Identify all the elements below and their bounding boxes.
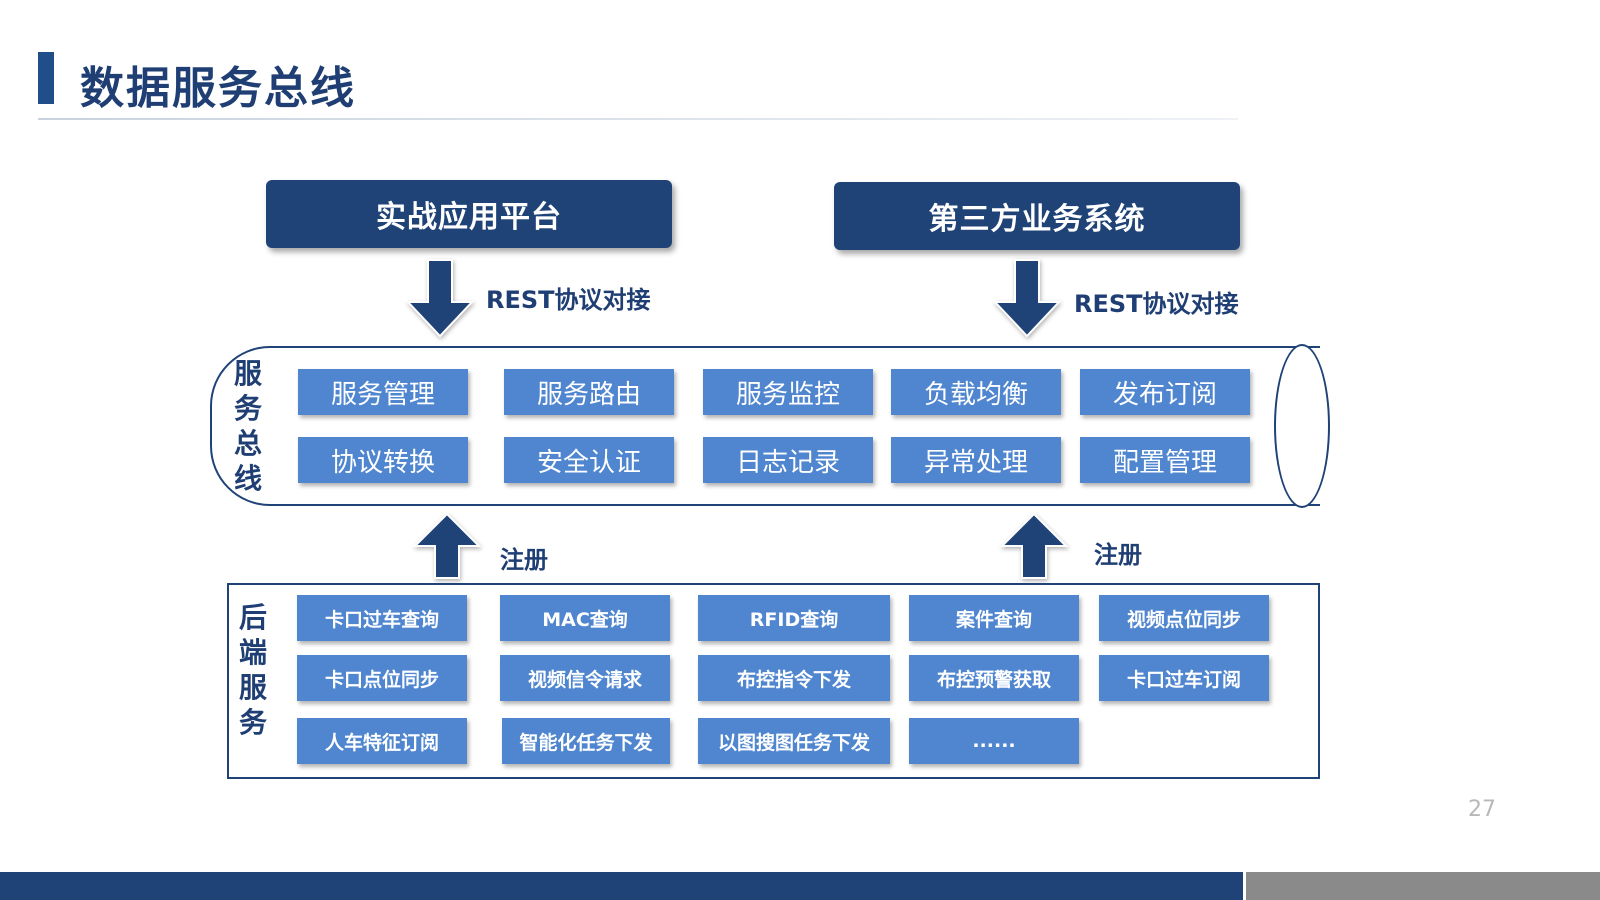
- backend-services-box: [227, 583, 1320, 779]
- backend-services-label: 后 端 服 务: [233, 600, 273, 740]
- backend-cell: 案件查询: [909, 595, 1079, 641]
- title-divider: [38, 118, 1238, 120]
- down-arrow-left: [405, 259, 475, 338]
- up-arrow-right: [999, 512, 1069, 579]
- register-label-left: 注册: [500, 546, 548, 574]
- bus-cell-service-monitoring: 服务监控: [703, 369, 873, 415]
- backend-cell: 卡口过车查询: [297, 595, 467, 641]
- backend-cell: MAC查询: [500, 595, 670, 641]
- up-arrow-left: [412, 512, 482, 579]
- service-bus-label-char: 线: [233, 462, 262, 495]
- page-number: 27: [1468, 797, 1496, 822]
- backend-label-char: 务: [238, 706, 267, 739]
- footer-bar: [0, 872, 1243, 900]
- backend-label-char: 后: [238, 601, 267, 634]
- platform-box-third-party: 第三方业务系统: [834, 182, 1240, 250]
- backend-label-char: 服: [238, 671, 267, 704]
- service-bus-label: 服 务 总 线: [228, 356, 268, 496]
- register-label-right: 注册: [1094, 541, 1142, 569]
- backend-cell: 布控指令下发: [698, 655, 890, 701]
- backend-cell: RFID查询: [698, 595, 890, 641]
- bus-cell-exception-handling: 异常处理: [891, 437, 1061, 483]
- service-bus-label-char: 务: [233, 392, 262, 425]
- backend-cell: 布控预警获取: [909, 655, 1079, 701]
- title-accent-bar: [38, 52, 54, 104]
- backend-cell: 视频点位同步: [1099, 595, 1269, 641]
- bus-cell-load-balancing: 负载均衡: [891, 369, 1061, 415]
- bus-cell-publish-subscribe: 发布订阅: [1080, 369, 1250, 415]
- rest-protocol-label-right: REST协议对接: [1074, 290, 1239, 318]
- backend-cell: 以图搜图任务下发: [698, 718, 890, 764]
- bus-cell-service-management: 服务管理: [298, 369, 468, 415]
- backend-cell: 人车特征订阅: [297, 718, 467, 764]
- bus-cell-logging: 日志记录: [703, 437, 873, 483]
- backend-cell: ......: [909, 718, 1079, 764]
- backend-cell: 卡口点位同步: [297, 655, 467, 701]
- backend-cell: 智能化任务下发: [502, 718, 670, 764]
- bus-cell-service-routing: 服务路由: [504, 369, 674, 415]
- page-title: 数据服务总线: [80, 63, 356, 114]
- backend-cell: 视频信令请求: [500, 655, 670, 701]
- platform-box-combat-app: 实战应用平台: [266, 180, 672, 248]
- down-arrow-right: [992, 259, 1062, 338]
- backend-cell: 卡口过车订阅: [1099, 655, 1269, 701]
- bus-cell-protocol-conversion: 协议转换: [298, 437, 468, 483]
- service-bus-label-char: 总: [233, 427, 262, 460]
- service-bus-pipe: [210, 346, 1320, 506]
- backend-label-char: 端: [238, 636, 267, 669]
- footer-bar-gray: [1246, 872, 1600, 900]
- service-bus-pipe-end: [1274, 344, 1330, 508]
- bus-cell-security-auth: 安全认证: [504, 437, 674, 483]
- bus-cell-config-management: 配置管理: [1080, 437, 1250, 483]
- service-bus-label-char: 服: [233, 357, 262, 390]
- rest-protocol-label-left: REST协议对接: [486, 286, 651, 314]
